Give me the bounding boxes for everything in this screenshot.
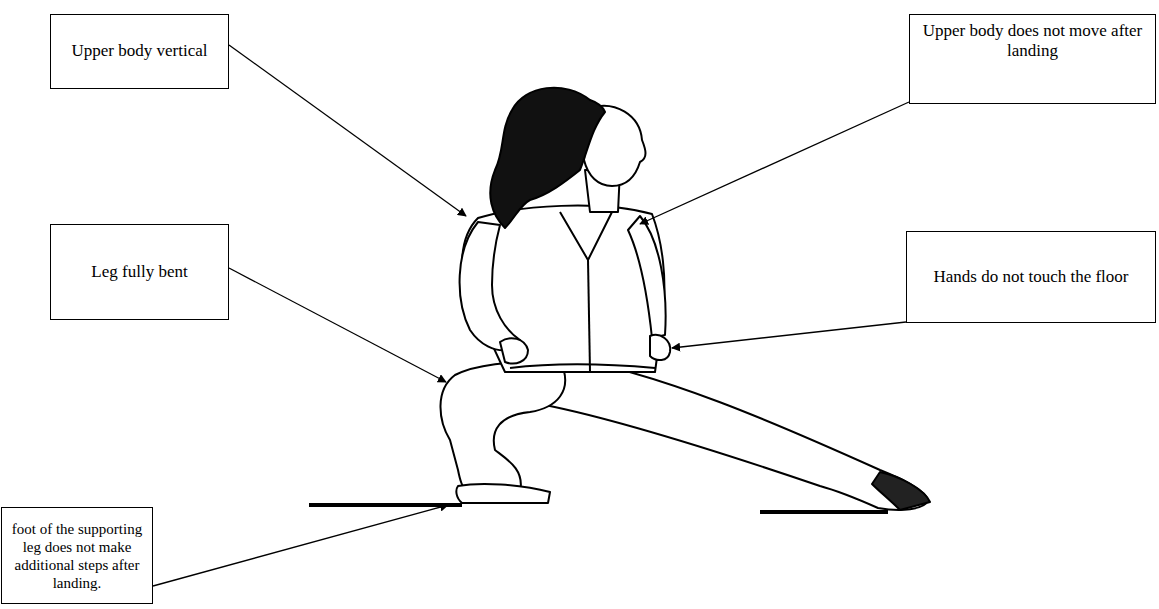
floor-line: [309, 503, 462, 507]
callout-text: foot of the supporting leg does not make…: [10, 520, 144, 592]
callout-text: Upper body vertical: [72, 41, 208, 61]
leader-lines: [153, 45, 909, 586]
leader-line: [672, 322, 906, 348]
callout-text: Upper body does not move after landing: [918, 21, 1147, 62]
callout-box: Upper body does not move after landing: [909, 14, 1156, 104]
leader-line: [153, 505, 448, 586]
callout-text: Hands do not touch the floor: [934, 267, 1129, 287]
callout-text: Leg fully bent: [91, 262, 187, 282]
callout-box: Upper body vertical: [50, 14, 229, 89]
leader-line: [229, 45, 466, 216]
callout-box: Hands do not touch the floor: [906, 231, 1156, 323]
floor-line: [760, 510, 888, 514]
leader-line: [640, 102, 909, 224]
callout-box: foot of the supporting leg does not make…: [1, 507, 153, 604]
leader-line: [229, 268, 446, 382]
woman-figure: [440, 88, 930, 510]
callout-box: Leg fully bent: [50, 224, 229, 320]
